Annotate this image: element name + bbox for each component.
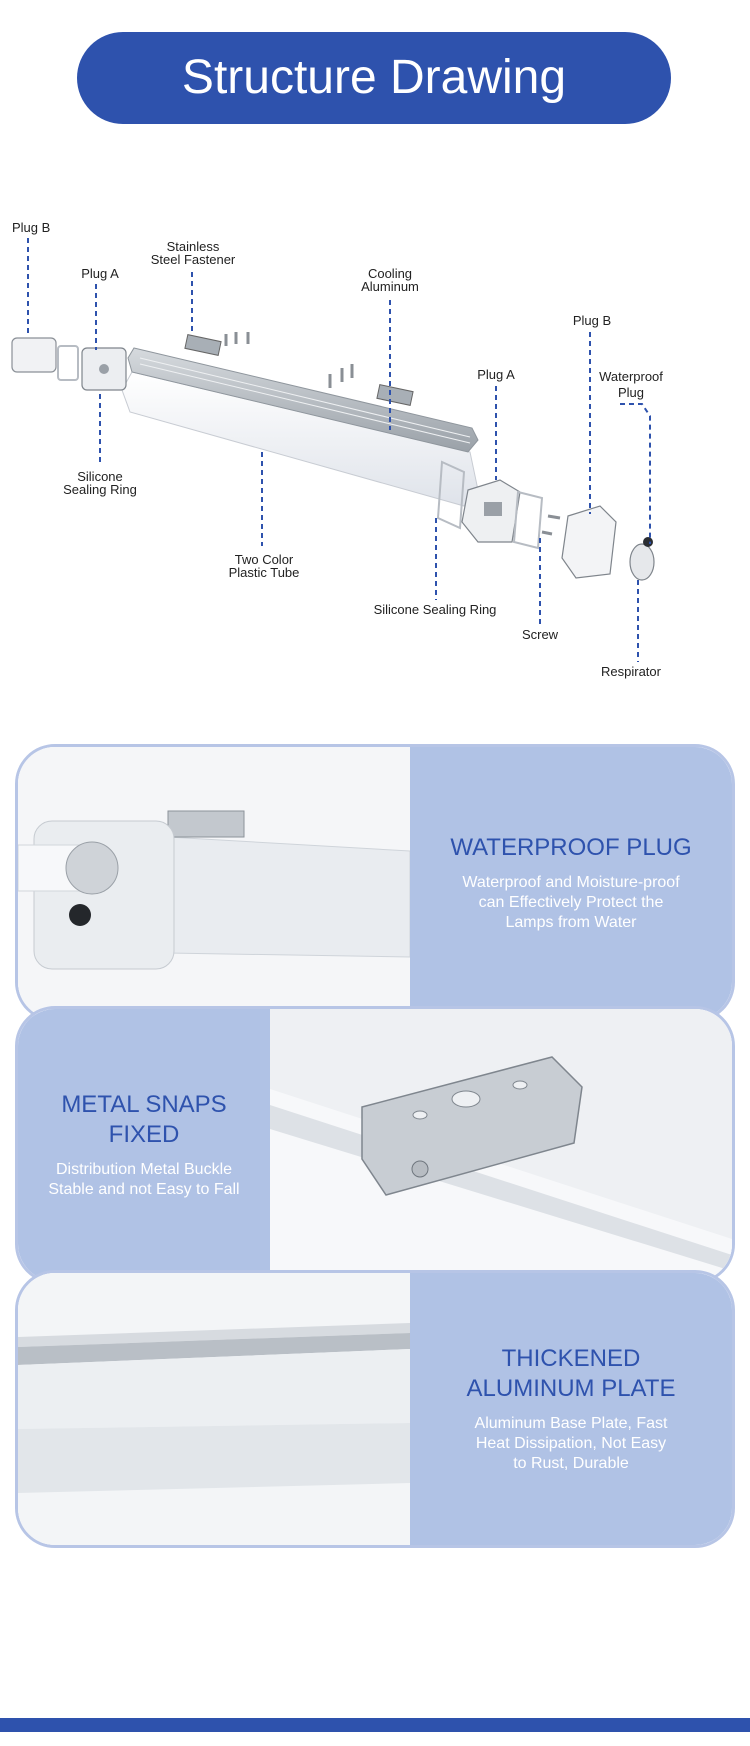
sealing-ring-right [436, 460, 466, 530]
waterproof-plug-part [629, 537, 655, 581]
screws-group [224, 332, 354, 388]
leader-lines [27, 238, 651, 662]
label-sealing-right: Silicone Sealing Ring [374, 602, 497, 617]
page-title: Structure Drawing [77, 32, 671, 124]
feature-title: METAL SNAPS FIXED [61, 1091, 227, 1148]
label-plug-a-right: Plug A [477, 367, 515, 382]
fastener-left [184, 334, 222, 356]
feature-title: THICKENED ALUMINUM PLATE [466, 1345, 676, 1402]
sealing-ring-left [57, 345, 79, 381]
metal-snaps-text-panel: METAL SNAPS FIXED Distribution Metal Buc… [18, 1009, 270, 1281]
label-fastener-line2: Steel Fastener [151, 252, 236, 267]
screw-right [541, 514, 561, 536]
footer-bar [0, 1718, 750, 1732]
feature-card-metal-snaps: METAL SNAPS FIXED Distribution Metal Buc… [15, 1006, 735, 1284]
gasket-right [512, 490, 544, 550]
label-tube-line1: Two Color [235, 552, 294, 567]
plug-b-left [11, 337, 57, 373]
feature-card-aluminum-plate: THICKENED ALUMINUM PLATE Aluminum Base P… [15, 1270, 735, 1548]
waterproof-text-panel: WATERPROOF PLUG Waterproof and Moisture-… [410, 747, 732, 1019]
feature-description: Aluminum Base Plate, Fast Heat Dissipati… [474, 1415, 668, 1472]
feature-description: Waterproof and Moisture-proof can Effect… [462, 874, 680, 931]
label-sealing-left-line2: Sealing Ring [63, 482, 137, 497]
plug-b-right [561, 505, 617, 579]
label-plug-b-left: Plug B [12, 220, 50, 235]
feature-card-waterproof: WATERPROOF PLUG Waterproof and Moisture-… [15, 744, 735, 1022]
label-respirator: Respirator [601, 664, 662, 679]
label-sealing-left-line1: Silicone [77, 469, 123, 484]
label-screw: Screw [522, 627, 559, 642]
label-waterproof-plug-line1: Waterproof [599, 369, 663, 384]
label-plug-b-right: Plug B [573, 313, 611, 328]
fastener-right [376, 384, 414, 406]
metal-snaps-image [270, 1009, 732, 1281]
feature-description: Distribution Metal Buckle Stable and not… [48, 1161, 240, 1198]
waterproof-plug-image [18, 747, 410, 1019]
structure-diagram: Plug B Stainless Steel Fastener Plug A C… [11, 220, 663, 679]
aluminum-text-panel: THICKENED ALUMINUM PLATE Aluminum Base P… [410, 1273, 732, 1545]
label-cooling-line2: Aluminum [361, 279, 419, 294]
label-plug-a-left: Plug A [81, 266, 119, 281]
plug-a-right [461, 479, 521, 543]
plug-a-left [81, 347, 127, 391]
feature-title: WATERPROOF PLUG [450, 834, 692, 861]
label-waterproof-plug-line2: Plug [618, 385, 644, 400]
aluminum-plate-image [18, 1273, 410, 1545]
label-cooling-line1: Cooling [368, 266, 412, 281]
label-fastener-line1: Stainless [167, 239, 220, 254]
label-tube-line2: Plastic Tube [229, 565, 300, 580]
